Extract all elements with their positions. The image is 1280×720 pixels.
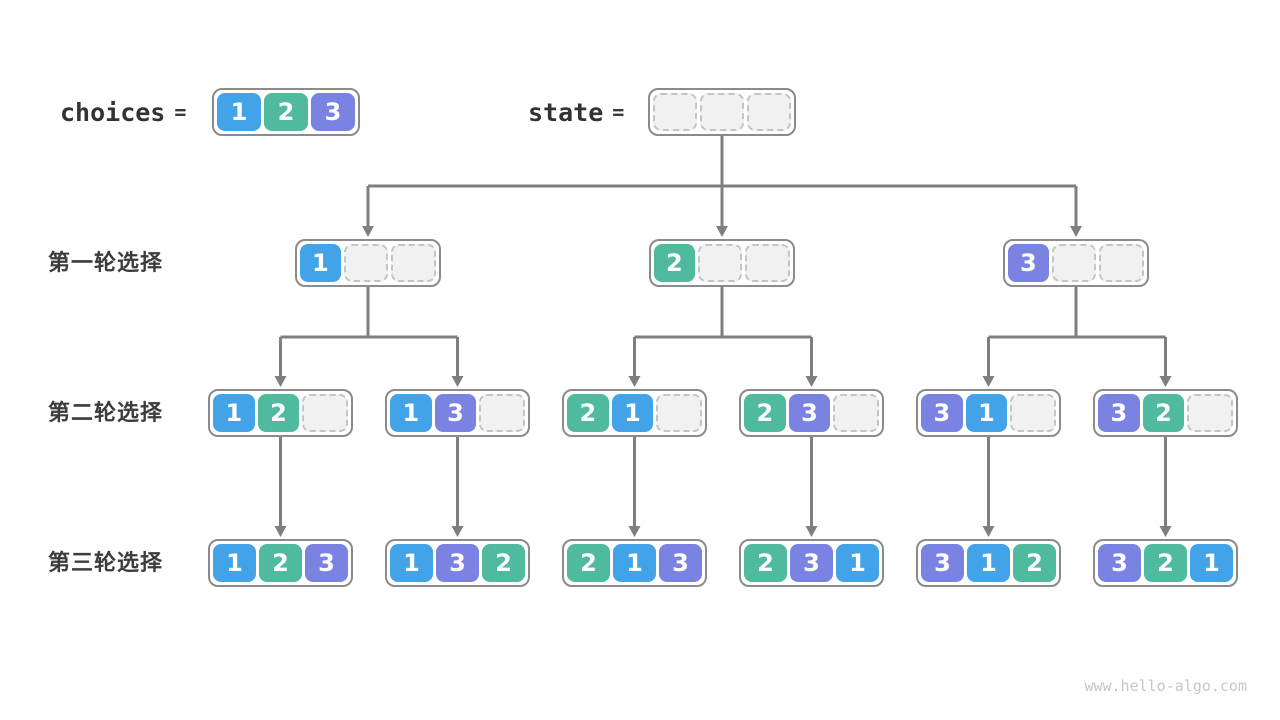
array-cell-empty	[745, 244, 791, 282]
array-cell-2: 2	[744, 394, 786, 432]
array-cell-3: 3	[1008, 244, 1049, 282]
array-cell-2: 2	[1142, 394, 1185, 432]
array-cell-2: 2	[654, 244, 695, 282]
array-cell-1: 1	[965, 394, 1008, 432]
array-cell-1: 1	[300, 244, 341, 282]
array-cell-2: 2	[1013, 544, 1056, 582]
state-var-name: state	[528, 97, 604, 127]
round-2-label: 第二轮选择	[48, 400, 164, 425]
array-cell-empty	[1099, 244, 1145, 282]
array-cell-2: 2	[744, 544, 787, 582]
array-cell-1: 1	[217, 93, 261, 131]
choices-var-name: choices	[60, 97, 166, 127]
array-cell-3: 3	[659, 544, 702, 582]
array-cell-empty	[700, 93, 744, 131]
array-cell-empty	[391, 244, 437, 282]
array-cell-empty	[833, 394, 880, 432]
array-cell-1: 1	[967, 544, 1010, 582]
array-cell-empty	[479, 394, 526, 432]
array-cell-3: 3	[1098, 544, 1141, 582]
array-cell-empty	[343, 244, 389, 282]
array-cell-1: 1	[213, 394, 255, 432]
array-cell-2: 2	[259, 544, 302, 582]
array-cell-2: 2	[1144, 544, 1187, 582]
array-cell-empty	[747, 93, 791, 131]
array-cell-empty	[302, 394, 349, 432]
array-cell-empty	[656, 394, 703, 432]
array-cell-1: 1	[836, 544, 879, 582]
state-array	[648, 88, 796, 136]
array-cell-3: 3	[436, 544, 479, 582]
array-cell-3: 3	[921, 544, 964, 582]
array-cell-2: 2	[482, 544, 525, 582]
array-cell-2: 2	[567, 394, 609, 432]
array-cell-empty	[697, 244, 743, 282]
state-equals-sign: =	[612, 100, 625, 124]
array-cell-2: 2	[567, 544, 610, 582]
array-cell-3: 3	[311, 93, 355, 131]
array-cell-empty	[1010, 394, 1057, 432]
watermark: www.hello-algo.com	[1084, 677, 1247, 695]
array-cell-3: 3	[921, 394, 963, 432]
array-cell-1: 1	[390, 544, 433, 582]
state-label: state =	[528, 88, 624, 136]
array-cell-3: 3	[1098, 394, 1140, 432]
choices-equals-sign: =	[174, 100, 187, 124]
array-cell-3: 3	[305, 544, 348, 582]
array-cell-empty	[653, 93, 697, 131]
array-cell-3: 3	[434, 394, 477, 432]
array-cell-1: 1	[611, 394, 654, 432]
array-cell-1: 1	[213, 544, 256, 582]
array-cell-3: 3	[790, 544, 833, 582]
array-cell-empty	[1187, 394, 1234, 432]
array-cell-empty	[1051, 244, 1097, 282]
array-cell-2: 2	[257, 394, 300, 432]
array-cell-1: 1	[613, 544, 656, 582]
round-1-label: 第一轮选择	[48, 250, 164, 275]
choices-label: choices =	[60, 88, 186, 136]
state-box-round1-1: 1	[295, 239, 441, 287]
array-cell-2: 2	[264, 93, 308, 131]
array-cell-1: 1	[1190, 544, 1233, 582]
state-box-round1-2: 2	[649, 239, 795, 287]
array-cell-3: 3	[788, 394, 831, 432]
state-box-round1-3: 3	[1003, 239, 1149, 287]
array-cell-1: 1	[390, 394, 432, 432]
round-3-label: 第三轮选择	[48, 550, 164, 575]
